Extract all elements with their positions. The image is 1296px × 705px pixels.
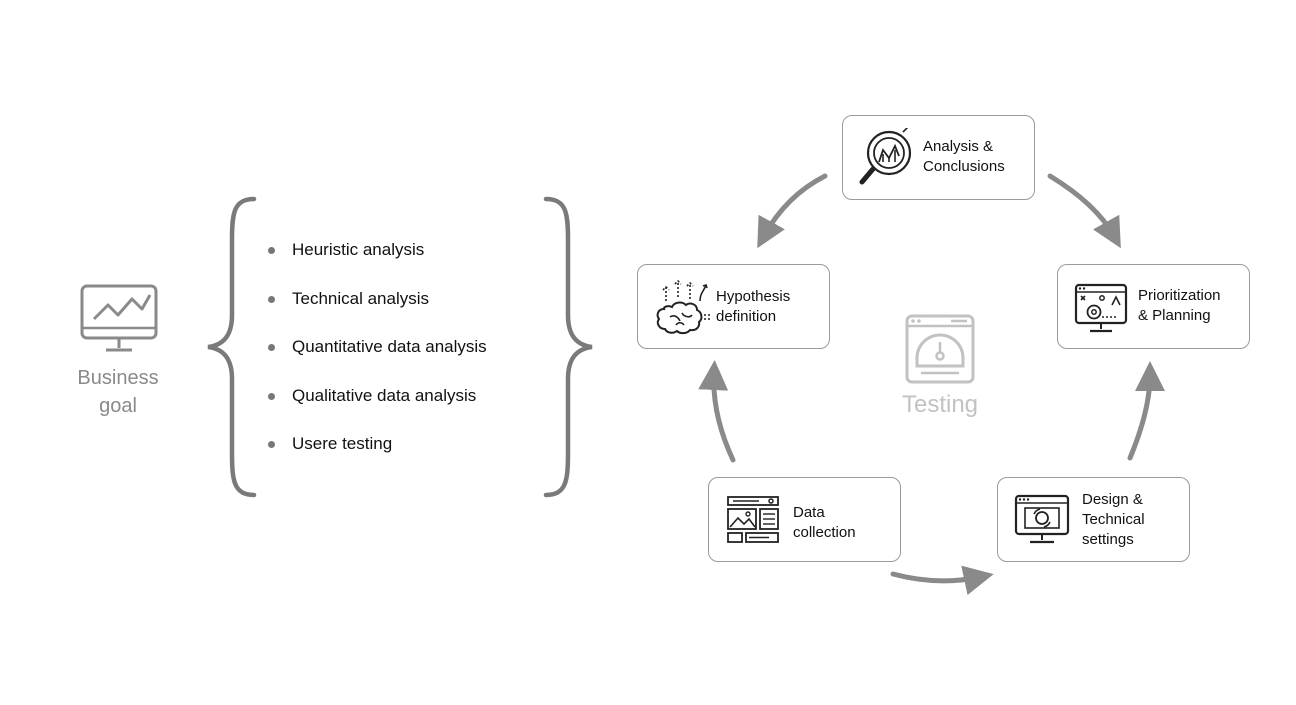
card-hypothesis-definition: Hypothesis definition [637,264,830,349]
card-label-line: Design & [1082,491,1143,508]
analysis-list: Heuristic analysis Technical analysis Qu… [268,236,487,479]
list-item: Qualitative data analysis [268,382,487,431]
list-item: Usere testing [268,430,487,479]
arrow-data-to-design [890,565,994,596]
list-item: Quantitative data analysis [268,333,487,382]
card-label-line: Technical [1082,511,1145,528]
business-goal-label: Business goal [58,364,178,420]
card-label-line: Data [793,504,825,521]
business-goal-line-2: goal [99,395,137,417]
arrow-design-to-prioritization [1127,361,1165,461]
card-label-line: Conclusions [923,158,1005,175]
list-item: Heuristic analysis [268,236,487,285]
speedometer-window-icon [905,314,975,384]
card-prioritization-planning: Prioritization & Planning [1057,264,1250,349]
card-label: Data collection [793,503,856,543]
card-label-line: settings [1082,531,1134,548]
card-analysis-conclusions: Analysis & Conclusions [842,115,1035,200]
arrow-analysis-to-prioritization [1047,173,1121,249]
card-label: Design & Technical settings [1082,490,1145,550]
business-goal-line-1: Business [77,367,159,389]
card-label-line: Hypothesis [716,288,791,305]
card-label-line: collection [793,524,856,541]
card-design-technical: Design & Technical settings [997,477,1190,562]
card-label: Hypothesis definition [716,287,790,327]
card-label: Prioritization & Planning [1138,286,1221,326]
right-brace [543,196,593,498]
brain-ideas-icon [656,279,710,335]
arrow-data-to-hypothesis [698,360,736,463]
planning-screen-icon [1074,283,1128,333]
arrow-analysis-to-hypothesis [757,173,828,249]
monitor-settings-icon [1014,494,1070,544]
card-data-collection: Data collection [708,477,901,562]
card-label-line: Prioritization [1138,287,1221,304]
card-label-line: Analysis & [923,138,994,155]
layout-wireframe-icon [727,496,779,543]
card-label: Analysis & Conclusions [923,137,1005,177]
chart-monitor-icon [80,284,158,352]
list-item: Technical analysis [268,285,487,334]
left-brace [207,196,257,498]
testing-label: Testing [901,391,979,418]
magnifier-chart-icon [859,128,912,185]
card-label-line: definition [716,308,777,325]
card-label-line: & Planning [1138,307,1211,324]
